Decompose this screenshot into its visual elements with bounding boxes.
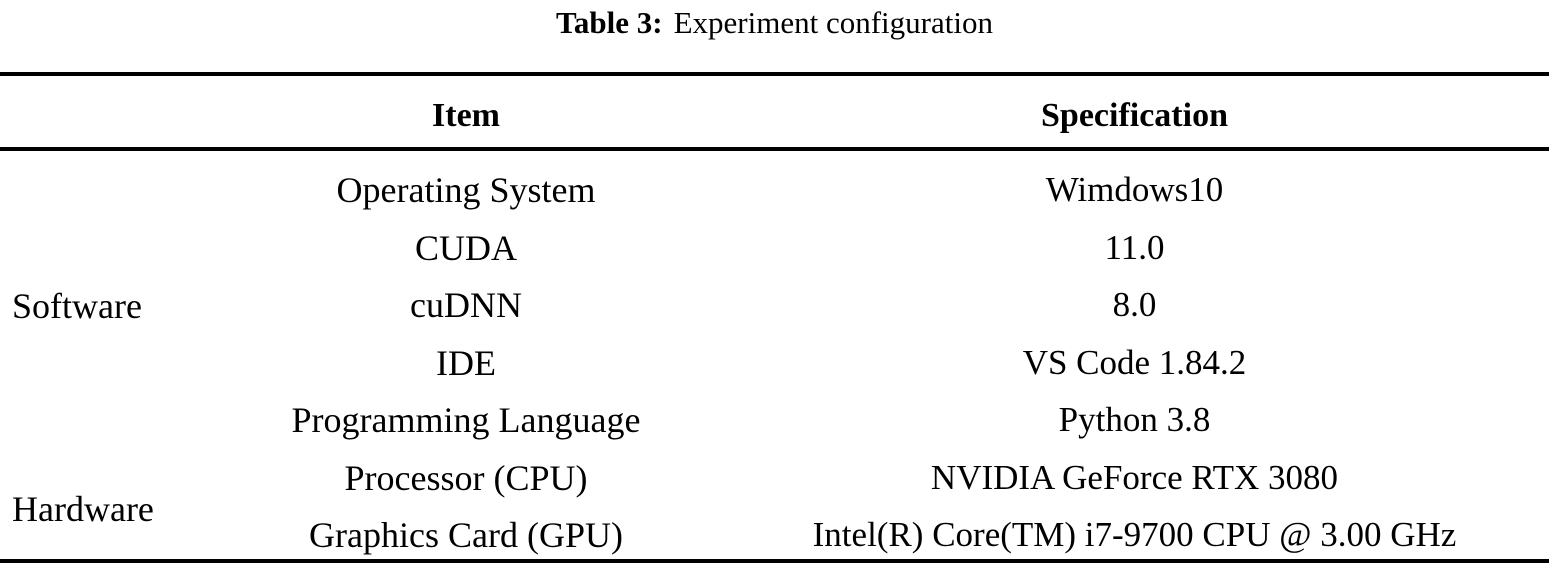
row-group-label-software: Software xyxy=(12,286,142,326)
cell-item: Operating System xyxy=(336,170,596,210)
cell-item: IDE xyxy=(436,343,496,383)
table-caption: Table 3: Experiment configuration xyxy=(0,0,1549,62)
table-row: CUDA 11.0 xyxy=(0,219,1549,277)
table-header-rule xyxy=(0,147,1549,151)
cell-specification: 11.0 xyxy=(1104,228,1165,267)
table-row: IDE VS Code 1.84.2 xyxy=(0,334,1549,392)
table-caption-label: Table 3: xyxy=(556,5,663,40)
cell-specification: 8.0 xyxy=(1112,285,1157,324)
cell-specification: VS Code 1.84.2 xyxy=(1022,343,1247,382)
row-group-label-hardware: Hardware xyxy=(12,489,154,529)
table-caption-text: Experiment configuration xyxy=(673,5,993,40)
table-row: Graphics Card (GPU) Intel(R) Core(TM) i7… xyxy=(0,506,1549,564)
table-row: Operating System Wimdows10 xyxy=(0,161,1549,219)
table-bottom-rule xyxy=(0,559,1549,563)
column-header-item: Item xyxy=(432,97,500,134)
cell-specification: Wimdows10 xyxy=(1045,170,1224,209)
cell-specification: Python 3.8 xyxy=(1058,400,1211,439)
table-row: Programming Language Python 3.8 xyxy=(0,391,1549,449)
column-header-specification: Specification xyxy=(1041,97,1228,134)
table-header-row: Item Specification xyxy=(0,92,1549,140)
table-top-rule xyxy=(0,72,1549,76)
cell-item: cuDNN xyxy=(410,285,522,325)
table-body: Software Hardware Operating System Wimdo… xyxy=(0,151,1549,559)
table-row: Processor (CPU) NVIDIA GeForce RTX 3080 xyxy=(0,449,1549,507)
cell-item: Processor (CPU) xyxy=(344,458,588,498)
cell-specification: NVIDIA GeForce RTX 3080 xyxy=(930,458,1339,497)
cell-item: Programming Language xyxy=(291,400,641,440)
cell-item: Graphics Card (GPU) xyxy=(309,515,623,555)
cell-item: CUDA xyxy=(414,228,517,268)
cell-specification: Intel(R) Core(TM) i7-9700 CPU @ 3.00 GHz xyxy=(812,515,1457,554)
table-row: cuDNN 8.0 xyxy=(0,276,1549,334)
